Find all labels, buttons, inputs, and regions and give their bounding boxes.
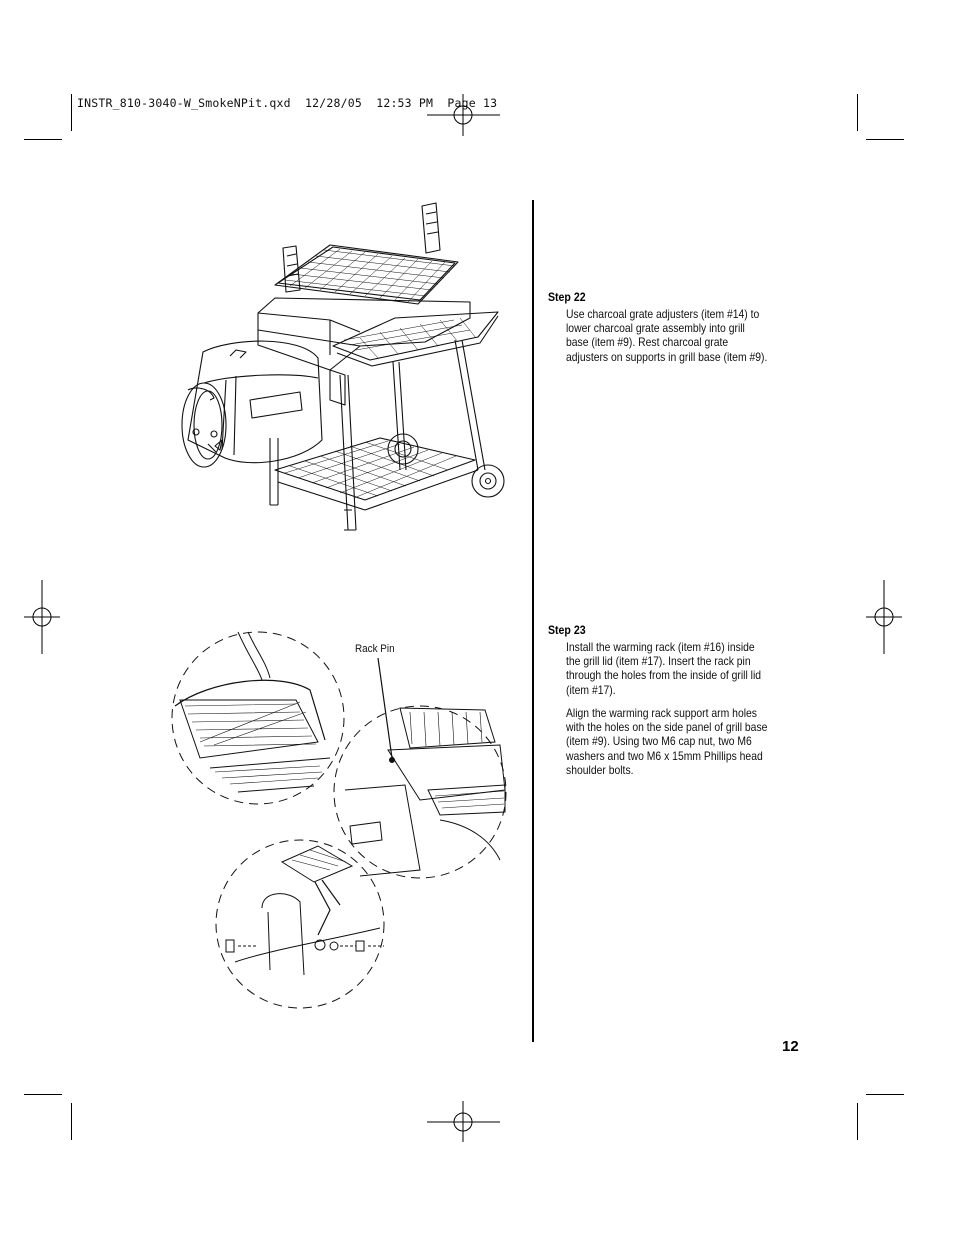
crop-mark [857,94,858,131]
print-slug: INSTR_810-3040-W_SmokeNPit.qxd 12/28/05 … [77,96,498,110]
crop-mark [857,1103,858,1140]
column-divider [532,200,534,1042]
step-22-title: Step 22 [548,290,586,304]
step-23-text-2: Align the warming rack support arm holes… [566,706,768,777]
crop-mark [24,1094,62,1095]
crop-mark [24,139,62,140]
crop-mark [866,1094,904,1095]
step-23-title: Step 23 [548,623,586,637]
crop-mark [71,94,72,131]
step-22-text: Use charcoal grate adjusters (item #14) … [566,307,768,364]
crop-mark [866,139,904,140]
page-number: 12 [782,1038,799,1055]
rack-pin-callout: Rack Pin [355,643,395,655]
step-23-text-1: Install the warming rack (item #16) insi… [566,640,762,697]
crop-mark [71,1103,72,1140]
